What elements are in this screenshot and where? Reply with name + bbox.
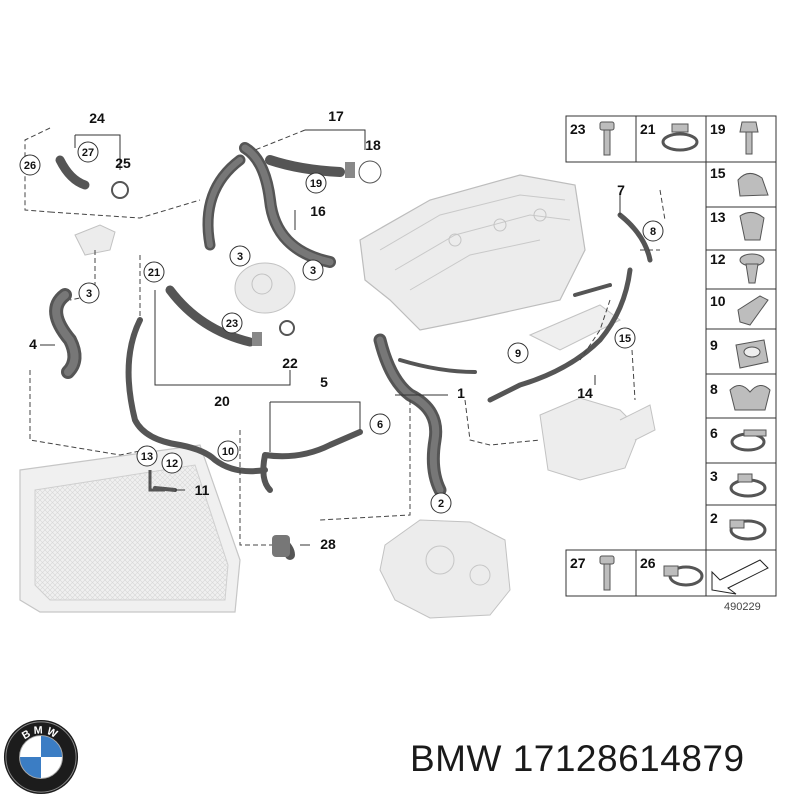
svg-text:8: 8	[650, 226, 656, 238]
svg-text:3: 3	[310, 265, 316, 277]
legend-num-27: 27	[570, 555, 586, 571]
hose-clamp-icon-3	[729, 473, 767, 498]
legend-num-13: 13	[710, 209, 726, 225]
hose-clamp-icon-6	[730, 429, 767, 452]
engine-block	[359, 174, 586, 331]
svg-text:3: 3	[86, 288, 92, 300]
callout-circle-2: 2	[430, 492, 452, 514]
expansion-tank	[539, 397, 656, 481]
svg-text:19: 19	[310, 178, 322, 190]
callout-28: 28	[320, 536, 336, 552]
svg-text:13: 13	[141, 451, 153, 463]
drawing-number: 490229	[724, 601, 761, 613]
callouts-bold: 24 25 17 18 16 7 4 20 22 5 1 14 11 28	[29, 108, 625, 552]
legend-num-21: 21	[640, 121, 656, 137]
legend-num-10: 10	[710, 293, 726, 309]
oil-cooler-bracket	[528, 304, 621, 351]
callout-circle-3b: 3	[302, 259, 324, 281]
callout-circle-12: 12	[161, 452, 183, 474]
bmw-roundel-icon: BMW	[3, 719, 79, 795]
thermostat-housing	[379, 519, 511, 619]
callout-circle-26: 26	[19, 154, 41, 176]
hose-clamp-icon-26	[663, 565, 704, 587]
callout-circle-21: 21	[143, 261, 165, 283]
callout-17: 17	[328, 108, 344, 124]
grommet-icon	[735, 339, 769, 369]
callout-1: 1	[457, 385, 465, 401]
expanding-rivet-icon	[739, 253, 765, 284]
legend-num-3: 3	[710, 468, 718, 484]
legend-num-19: 19	[710, 121, 726, 137]
hose-holder-icon	[729, 385, 771, 411]
svg-text:6: 6	[377, 419, 383, 431]
callout-11: 11	[195, 482, 210, 498]
part-number-caption: BMW 17128614879	[410, 738, 745, 779]
callout-4: 4	[29, 336, 37, 352]
svg-text:3: 3	[237, 251, 243, 263]
svg-text:9: 9	[515, 348, 521, 360]
hose-clamp-icon-2	[729, 519, 767, 541]
svg-text:12: 12	[166, 458, 178, 470]
callouts-circled: 26 27 19 3 3 3 21 23 8 9 15 6 10 13 12 2	[19, 141, 664, 514]
radiator	[19, 444, 241, 613]
svg-text:BMW: BMW	[20, 724, 62, 742]
callout-25: 25	[115, 155, 131, 171]
callout-22: 22	[282, 355, 298, 371]
legend-num-26: 26	[640, 555, 656, 571]
callout-circle-9: 9	[507, 342, 529, 364]
clip-icon	[737, 173, 769, 197]
callout-circle-15: 15	[614, 327, 636, 349]
callout-circle-3c: 3	[78, 282, 100, 304]
legend-num-2: 2	[710, 510, 718, 526]
solid-leaders	[40, 129, 621, 546]
legend-numbers: 23 21 19 15 13 12 10 9 8 6 3 2 27 26	[570, 121, 726, 571]
callout-circle-6: 6	[369, 413, 391, 435]
callout-5: 5	[320, 374, 328, 390]
arrow-icon	[711, 559, 769, 595]
brand-footer: BMW BMW 17128614879	[0, 695, 800, 800]
spring-clip-icon	[739, 212, 765, 241]
callout-14: 14	[577, 385, 593, 401]
legend-num-6: 6	[710, 425, 718, 441]
svg-text:15: 15	[619, 333, 631, 345]
callout-circle-10: 10	[217, 440, 239, 462]
dashed-leaders	[24, 127, 666, 546]
legend-num-15: 15	[710, 165, 726, 181]
small-parts	[111, 160, 382, 557]
callout-circle-23: 23	[221, 312, 243, 334]
callout-24: 24	[89, 110, 105, 126]
legend-num-23: 23	[570, 121, 586, 137]
logo-letters: BMW	[20, 724, 59, 742]
svg-text:2: 2	[438, 498, 444, 510]
callout-18: 18	[365, 137, 381, 153]
legend-icons	[599, 121, 771, 595]
svg-text:23: 23	[226, 318, 238, 330]
screw-icon	[599, 555, 615, 591]
legend-num-8: 8	[710, 381, 718, 397]
callout-circle-8: 8	[642, 220, 664, 242]
callout-16: 16	[310, 203, 326, 219]
legend-num-9: 9	[710, 337, 718, 353]
hoses	[49, 142, 653, 560]
legend-num-12: 12	[710, 251, 726, 267]
svg-text:10: 10	[222, 446, 234, 458]
callout-20: 20	[214, 393, 230, 409]
svg-text:27: 27	[82, 147, 94, 159]
bolt-icon	[599, 121, 615, 156]
callout-circle-13: 13	[136, 445, 158, 467]
hose-clamp-icon	[661, 123, 699, 152]
callout-circle-27: 27	[77, 141, 99, 163]
callout-circle-3a: 3	[229, 245, 251, 267]
parts-legend	[565, 115, 777, 597]
callout-circle-19: 19	[305, 172, 327, 194]
hex-bolt-icon	[739, 121, 759, 155]
callout-7: 7	[617, 182, 625, 198]
svg-text:26: 26	[24, 160, 36, 172]
sensor-part	[74, 224, 116, 256]
water-pump	[234, 262, 296, 314]
bracket-clip-icon	[737, 295, 769, 326]
svg-text:21: 21	[148, 267, 160, 279]
